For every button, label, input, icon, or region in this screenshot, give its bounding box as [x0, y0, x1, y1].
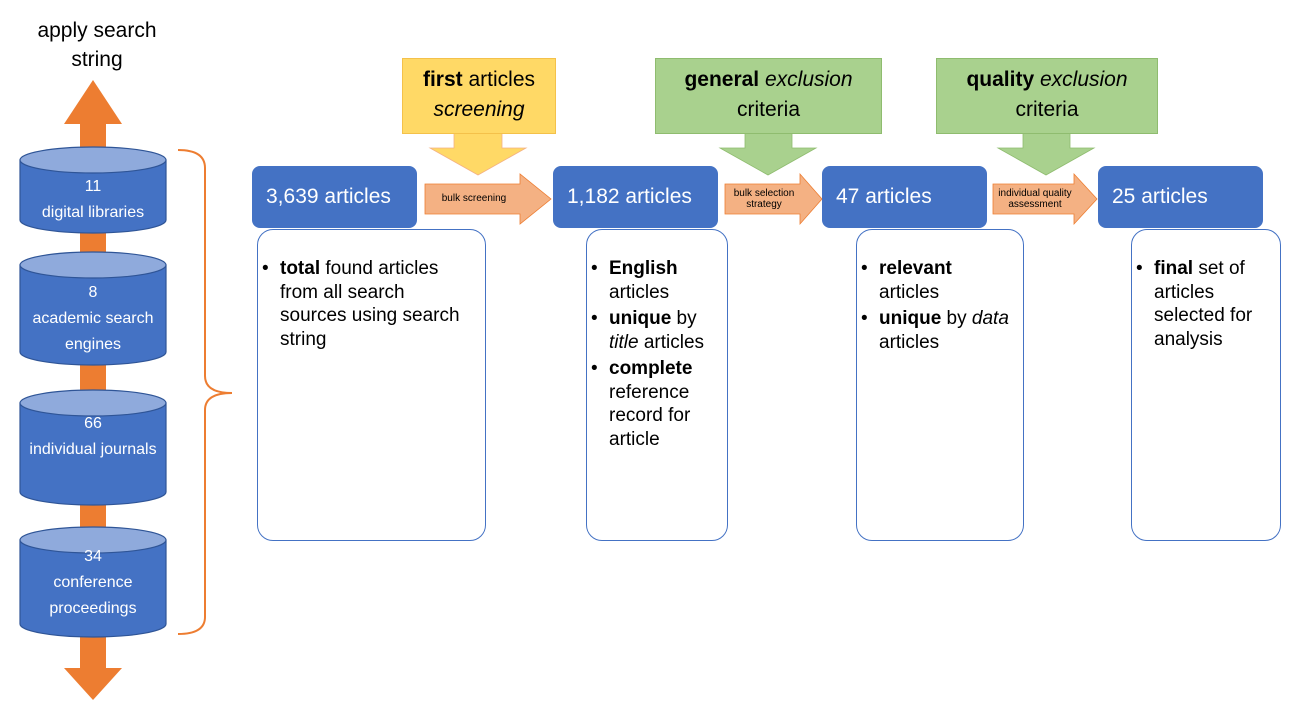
source-count: 66 — [84, 415, 102, 432]
criteria-item: unique by data articles — [857, 307, 1017, 354]
up-arrowhead-icon — [64, 80, 122, 124]
apply-search-string-label: apply search string — [37, 19, 157, 71]
criteria-item: unique by title articles — [587, 307, 721, 354]
criteria-emphasis: data — [971, 308, 1009, 329]
callout-rest: articles — [468, 68, 536, 91]
criteria-text: articles — [879, 281, 940, 303]
step-criteria-list: final set of articles selected for analy… — [1132, 257, 1280, 351]
source-label: digital libraries — [41, 204, 145, 221]
arrow-label-individual-quality-assessment: individual quality assessment — [998, 188, 1072, 210]
source-label: conference proceedings — [49, 574, 137, 617]
source-individual-journals: 66 individual journals — [20, 411, 166, 463]
callout-bold: first — [422, 68, 463, 91]
source-label: individual journals — [29, 441, 157, 458]
arrow-label-bulk-selection-strategy: bulk selection strategy — [733, 188, 795, 210]
cylinder-digital-libraries — [19, 146, 167, 234]
step-detail-box: final set of articles selected for analy… — [1131, 229, 1281, 541]
callout-italic: exclusion — [1039, 68, 1128, 91]
criteria-keyword: English — [609, 258, 678, 279]
criteria-item: complete reference record for article — [587, 357, 721, 451]
criteria-keyword: complete — [609, 358, 693, 379]
step-detail-box: total found articles from all search sou… — [257, 229, 486, 541]
step-arrow-quality-assessment — [992, 172, 1098, 226]
callout-first-articles-screening: first articles screening — [402, 58, 556, 134]
step-criteria-list: English articlesunique by title articles… — [587, 257, 727, 451]
step-count-box: 47 articles — [822, 166, 987, 228]
callout-rest: criteria — [1015, 98, 1079, 121]
criteria-item: final set of articles selected for analy… — [1132, 257, 1274, 351]
down-arrowhead-icon — [64, 668, 122, 700]
source-count: 34 — [84, 548, 102, 565]
criteria-text: found articles from all search sources u… — [280, 258, 460, 350]
step-arrow-bulk-screening — [424, 173, 552, 225]
criteria-item: relevant articles — [857, 257, 1017, 304]
criteria-keyword: final — [1154, 258, 1194, 279]
callout-italic: screening — [433, 98, 525, 121]
step-criteria-list: total found articles from all search sou… — [258, 257, 485, 351]
source-count: 8 — [88, 284, 98, 301]
criteria-emphasis: title — [609, 331, 639, 353]
source-label: academic search engines — [32, 310, 154, 353]
callout-italic: exclusion — [764, 68, 853, 91]
cylinder-conference-proceedings — [19, 526, 167, 638]
step-detail-box: English articlesunique by title articles… — [586, 229, 728, 541]
criteria-keyword: unique — [879, 308, 942, 329]
callout-arrow-general-exclusion — [718, 131, 818, 176]
criteria-text: articles — [879, 331, 940, 353]
step-count-box: 25 articles — [1098, 166, 1263, 228]
callout-bold: quality — [966, 68, 1035, 91]
callout-arrow-screening — [428, 131, 528, 176]
source-grouping-brace — [177, 149, 233, 635]
step-detail-box: relevant articlesunique by data articles — [856, 229, 1024, 541]
criteria-text: articles — [638, 331, 705, 353]
source-count: 11 — [84, 178, 102, 195]
criteria-text: by — [671, 308, 697, 329]
criteria-text: by — [941, 308, 972, 329]
criteria-text: reference record for article — [609, 381, 691, 450]
criteria-keyword: total — [280, 258, 321, 279]
source-conference-proceedings: 34 conference proceedings — [20, 544, 166, 622]
criteria-text: set of articles selected for analysis — [1154, 258, 1253, 350]
criteria-item: English articles — [587, 257, 721, 304]
source-academic-search-engines: 8 academic search engines — [20, 280, 166, 358]
criteria-keyword: relevant — [879, 258, 952, 279]
step-arrow-bulk-selection — [724, 172, 823, 226]
step-count-box: 3,639 articles — [252, 166, 417, 228]
callout-arrow-quality-exclusion — [996, 131, 1096, 176]
step-criteria-list: relevant articlesunique by data articles — [857, 257, 1023, 354]
callout-rest: criteria — [736, 98, 800, 121]
criteria-item: total found articles from all search sou… — [258, 257, 475, 351]
criteria-text: articles — [609, 281, 670, 303]
cylinder-academic-search-engines — [19, 251, 167, 366]
callout-general-exclusion-criteria: general exclusion criteria — [655, 58, 882, 134]
arrow-label-bulk-screening: bulk screening — [441, 193, 507, 204]
step-count-box: 1,182 articles — [553, 166, 718, 228]
criteria-keyword: unique — [609, 308, 672, 329]
source-digital-libraries: 11 digital libraries — [20, 174, 166, 226]
callout-quality-exclusion-criteria: quality exclusion criteria — [936, 58, 1158, 134]
callout-bold: general — [684, 68, 760, 91]
cylinder-individual-journals — [19, 389, 167, 506]
